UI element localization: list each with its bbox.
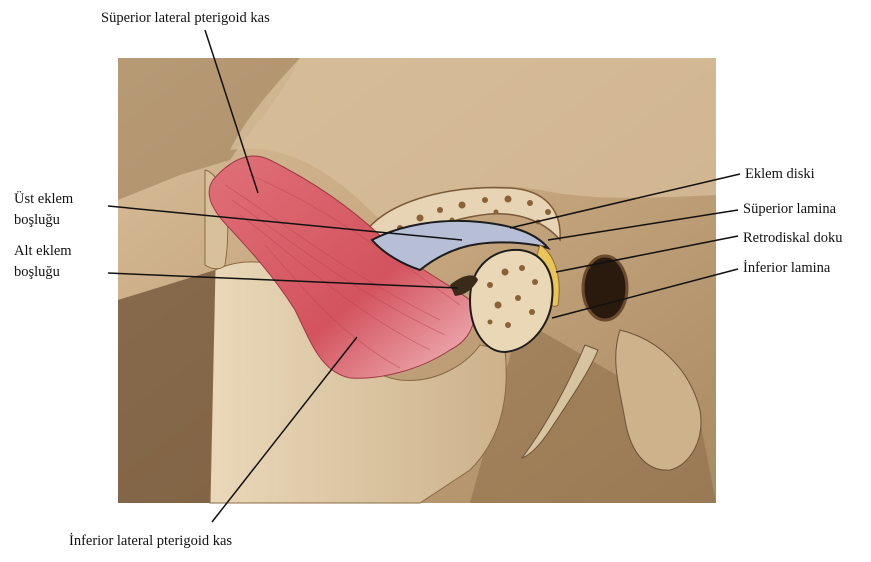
label-superior-lamina: Süperior lamina [743, 199, 836, 219]
label-inferior-lamina: İnferior lamina [743, 258, 830, 278]
label-lower-joint-space-1: Alt eklem [14, 241, 72, 261]
label-inferior-lateral-pterygoid: İnferior lateral pterigoid kas [69, 531, 232, 551]
label-articular-disc: Eklem diski [745, 164, 815, 184]
label-upper-joint-space-2: boşluğu [14, 210, 60, 230]
label-superior-lateral-pterygoid: Süperior lateral pterigoid kas [101, 8, 270, 28]
label-retrodiscal-tissue: Retrodiskal doku [743, 228, 842, 248]
left-bone-shadow [118, 270, 215, 503]
label-upper-joint-space-1: Üst eklem [14, 189, 73, 209]
label-lower-joint-space-2: boşluğu [14, 262, 60, 282]
